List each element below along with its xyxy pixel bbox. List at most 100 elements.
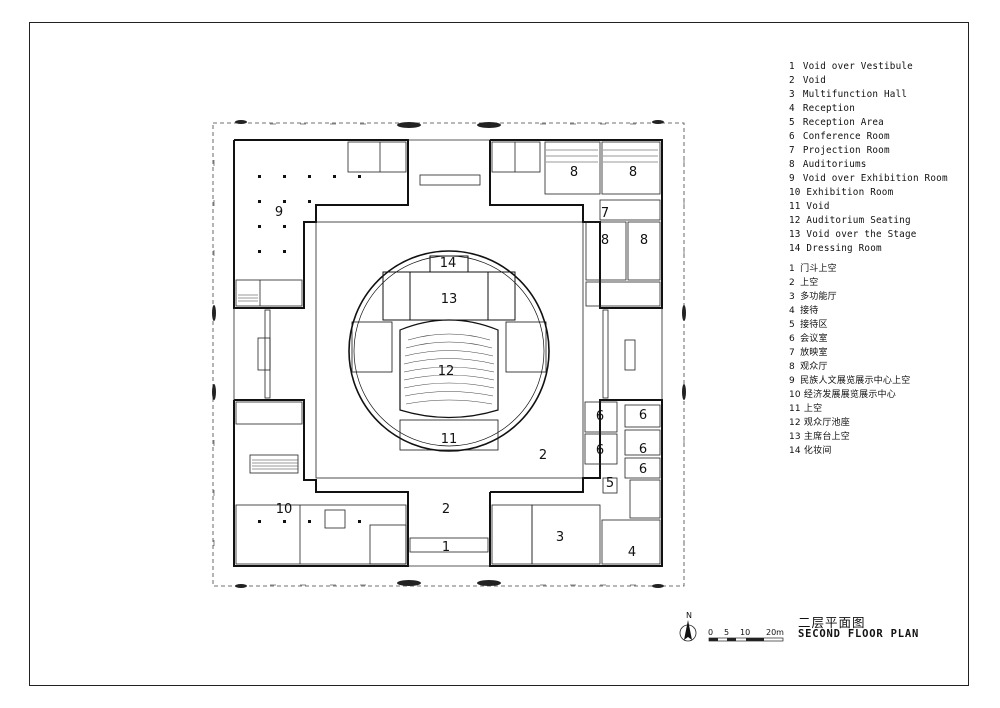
legend-number: 7 (789, 145, 795, 156)
english-legend-item: 11 Void (789, 200, 948, 214)
chinese-legend-item: 14 化妆间 (789, 444, 910, 458)
room-label-9: 9 (275, 205, 283, 220)
legend-label: 上空 (803, 404, 823, 414)
room-label-1: 1 (442, 540, 450, 555)
legend-number: 11 (789, 404, 801, 414)
room-label-6d: 6 (639, 442, 647, 457)
legend-label: Reception (802, 103, 855, 114)
chinese-legend-item: 5 接待区 (789, 318, 910, 332)
legend-label: Dressing Room (806, 243, 882, 254)
legend-label: Void over the Stage (806, 229, 917, 240)
room-label-12: 12 (438, 364, 455, 379)
legend-number: 7 (789, 348, 795, 358)
room-label-2: 2 (442, 502, 450, 517)
english-legend-item: 13 Void over the Stage (789, 228, 948, 242)
room-label-14: 14 (440, 256, 457, 271)
english-legend-item: 2 Void (789, 74, 948, 88)
room-label-8d: 8 (640, 233, 648, 248)
chinese-legend-item: 13 主席台上空 (789, 430, 910, 444)
legend-number: 3 (789, 292, 795, 302)
english-legend-item: 10 Exhibition Room (789, 186, 948, 200)
legend-label: Auditorium Seating (806, 215, 911, 226)
english-legend-item: 9 Void over Exhibition Room (789, 172, 948, 186)
legend-number: 12 (789, 418, 801, 428)
legend-number: 9 (789, 173, 795, 184)
chinese-legend-item: 6 会议室 (789, 332, 910, 346)
legend-label: Void over Vestibule (802, 61, 913, 72)
legend-label: Void over Exhibition Room (802, 173, 948, 184)
english-legend-item: 3 Multifunction Hall (789, 88, 948, 102)
scale-tick-10: 10 (740, 628, 750, 637)
room-label-6a: 6 (596, 409, 604, 424)
legend-label: Exhibition Room (806, 187, 894, 198)
legend-number: 10 (789, 187, 801, 198)
scale-tick-0: 0 (708, 628, 713, 637)
chinese-legend-item: 3 多功能厅 (789, 290, 910, 304)
legend-label: 门斗上空 (800, 264, 837, 274)
legend-number: 14 (789, 243, 801, 254)
legend-number: 4 (789, 306, 795, 316)
inner-walls (233, 139, 663, 567)
legend-label: 化妆间 (803, 446, 832, 456)
legend-number: 9 (789, 376, 795, 386)
legend-label: 会议室 (800, 334, 828, 344)
facade-elements (212, 120, 686, 588)
legend-label: 多功能厅 (800, 292, 837, 302)
legend-number: 1 (789, 61, 795, 72)
room-label-7: 7 (601, 206, 609, 221)
legend-number: 13 (789, 432, 801, 442)
legend-label: Projection Room (802, 145, 890, 156)
site-boundary (212, 122, 685, 587)
legend-label: 上空 (800, 278, 819, 288)
legend-number: 3 (789, 89, 795, 100)
scale-tick-5: 5 (724, 628, 729, 637)
chinese-legend-item: 11 上空 (789, 402, 910, 416)
legend-label: Auditoriums (802, 159, 867, 170)
facade-ticks (213, 123, 685, 586)
legend-number: 2 (789, 75, 795, 86)
english-legend-item: 5 Reception Area (789, 116, 948, 130)
room-label-6c: 6 (639, 408, 647, 423)
room-label-3: 3 (556, 530, 564, 545)
stair-hatching (238, 149, 658, 470)
english-legend-item: 7 Projection Room (789, 144, 948, 158)
room-label-8c: 8 (601, 233, 609, 248)
legend-number: 12 (789, 215, 801, 226)
chinese-legend-item: 2 上空 (789, 276, 910, 290)
room-label-10: 10 (276, 502, 293, 517)
plan-title-english: SECOND FLOOR PLAN (798, 628, 920, 640)
plan-title-chinese: 二层平面图 (798, 615, 866, 630)
chinese-legend-item: 1 门斗上空 (789, 262, 910, 276)
chinese-legend-item: 4 接待 (789, 304, 910, 318)
north-arrow-icon: N (679, 611, 697, 642)
legend-label: 接待 (800, 306, 819, 316)
room-label-8b: 8 (629, 165, 637, 180)
legend-number: 8 (789, 159, 795, 170)
legend-number: 6 (789, 334, 795, 344)
chinese-legend-item: 12 观众厅池座 (789, 416, 910, 430)
legend-number: 5 (789, 320, 795, 330)
room-label-5: 5 (606, 476, 614, 491)
legend-label: 接待区 (800, 320, 828, 330)
english-legend-item: 12 Auditorium Seating (789, 214, 948, 228)
chinese-legend-item: 8 观众厅 (789, 360, 910, 374)
english-legend-item: 1 Void over Vestibule (789, 60, 948, 74)
chinese-legend-item: 10 经济发展展览展示中心 (789, 388, 910, 402)
legend-number: 4 (789, 103, 795, 114)
legend-number: 5 (789, 117, 795, 128)
room-label-4: 4 (628, 545, 636, 560)
legend-label: Void (806, 201, 830, 212)
english-legend-item: 6 Conference Room (789, 130, 948, 144)
legend-label: Void (802, 75, 827, 86)
legend-label: Conference Room (802, 131, 890, 142)
room-label-2b: 2 (539, 448, 547, 463)
legend-number: 10 (789, 390, 801, 400)
legend-label: 主席台上空 (803, 432, 850, 442)
room-label-13: 13 (441, 292, 458, 307)
room-label-6e: 6 (639, 462, 647, 477)
legend-number: 14 (789, 446, 801, 456)
room-label-8a: 8 (570, 165, 578, 180)
